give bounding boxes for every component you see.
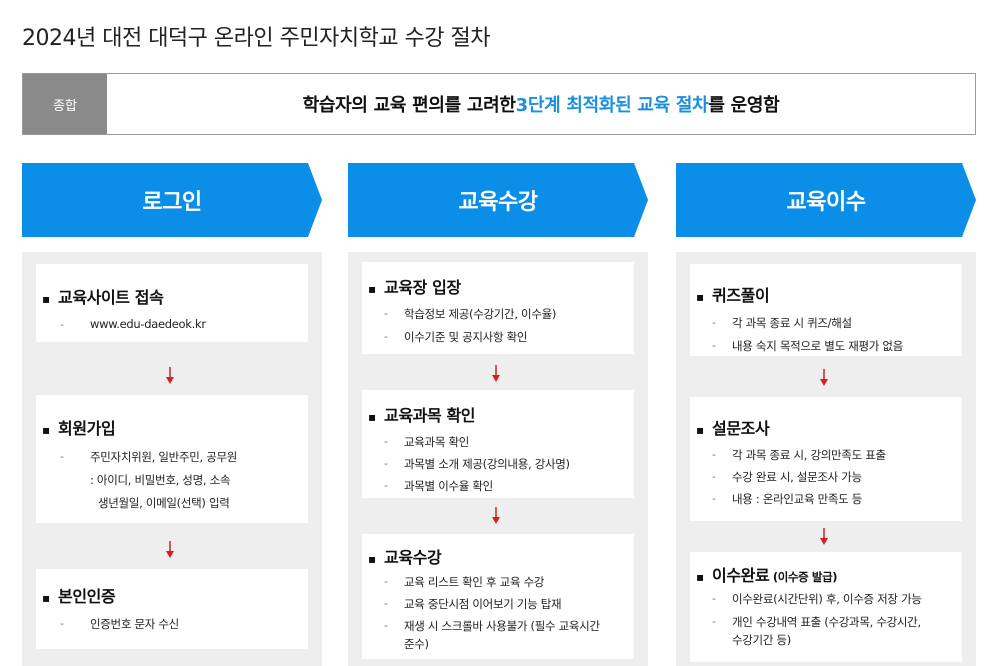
- bullet-icon: ▪: [42, 422, 50, 437]
- step-detail: 준수): [404, 637, 429, 651]
- step-detail: 수강기간 등): [732, 633, 791, 647]
- dash-icon: -: [712, 339, 716, 352]
- dash-icon: -: [384, 575, 388, 588]
- dash-icon: -: [712, 448, 716, 461]
- down-arrow-icon: [166, 541, 174, 558]
- dash-icon: -: [384, 457, 388, 470]
- down-arrow-icon: [492, 365, 500, 382]
- page-title: 2024년 대전 대덕구 온라인 주민자치학교 수강 절차: [22, 26, 491, 51]
- dash-icon: -: [384, 479, 388, 492]
- bullet-icon: ▪: [368, 409, 376, 424]
- step-detail: : 아이디, 비밀번호, 성명, 소속: [90, 473, 231, 487]
- step-card: ▪본인인증 - 인증번호 문자 수신: [36, 569, 308, 649]
- step-detail: 과목별 소개 제공(강의내용, 강사명): [404, 457, 570, 471]
- dash-icon: -: [712, 470, 716, 483]
- step-card: ▪퀴즈풀이 - 각 과목 종료 시 퀴즈/해설 - 내용 숙지 목적으로 별도 …: [690, 264, 962, 356]
- step-detail: 재생 시 스크롤바 사용불가 (필수 교육시간: [404, 619, 600, 633]
- dash-icon: -: [384, 330, 388, 343]
- bullet-icon: ▪: [368, 281, 376, 296]
- step-title: ▪본인인증: [42, 587, 116, 606]
- column-body-course: ▪교육장 입장 - 학습정보 제공(수강기간, 이수율) - 이수기준 및 공지…: [348, 252, 648, 666]
- step-detail: 개인 수강내역 표출 (수강과목, 수강시간,: [732, 615, 921, 629]
- column-head-login: 로그인: [22, 163, 322, 237]
- step-detail: 생년월일, 이메일(선택) 입력: [98, 496, 230, 510]
- step-detail: 각 과목 종료 시 퀴즈/해설: [732, 316, 852, 330]
- step-detail: 인증번호 문자 수신: [90, 617, 179, 631]
- column-body-login: ▪교육사이트 접속 - www.edu-daedeok.kr ▪회원가입 - 주…: [22, 252, 322, 666]
- step-title: ▪설문조사: [696, 419, 770, 438]
- down-arrow-icon: [820, 369, 828, 386]
- bullet-icon: ▪: [696, 289, 704, 304]
- step-detail: www.edu-daedeok.kr: [90, 317, 206, 331]
- step-card: ▪이수완료 (이수증 발급) - 이수완료(시간단위) 후, 이수증 저장 가능…: [690, 552, 962, 662]
- bullet-icon: ▪: [696, 422, 704, 437]
- dash-icon: -: [712, 592, 716, 605]
- step-title: ▪퀴즈풀이: [696, 286, 770, 305]
- dash-icon: -: [60, 450, 64, 463]
- step-detail: 교육과목 확인: [404, 435, 470, 449]
- step-detail: 주민자치위원, 일반주민, 공무원: [90, 450, 238, 464]
- down-arrow-icon: [492, 507, 500, 524]
- summary-text-highlight: 3단계 최적화된 교육 절차: [515, 95, 709, 116]
- dash-icon: -: [384, 597, 388, 610]
- dash-icon: -: [384, 307, 388, 320]
- down-arrow-icon: [166, 367, 174, 384]
- dash-icon: -: [384, 619, 388, 632]
- step-card: ▪교육과목 확인 - 교육과목 확인 - 과목별 소개 제공(강의내용, 강사명…: [362, 390, 634, 498]
- step-title: ▪교육사이트 접속: [42, 288, 164, 307]
- step-detail: 이수기준 및 공지사항 확인: [404, 330, 528, 344]
- dash-icon: -: [712, 492, 716, 505]
- dash-icon: -: [712, 615, 716, 628]
- step-card: ▪설문조사 - 각 과목 종료 시, 강의만족도 표출 - 수강 완료 시, 설…: [690, 397, 962, 521]
- step-title: ▪이수완료 (이수증 발급): [696, 566, 838, 585]
- step-detail: 수강 완료 시, 설문조사 가능: [732, 470, 862, 484]
- step-detail: 교육 중단시점 이어보기 기능 탑재: [404, 597, 562, 611]
- step-detail: 이수완료(시간단위) 후, 이수증 저장 가능: [732, 592, 922, 606]
- step-card: ▪교육수강 - 교육 리스트 확인 후 교육 수강 - 교육 중단시점 이어보기…: [362, 534, 634, 659]
- step-detail: 각 과목 종료 시, 강의만족도 표출: [732, 448, 886, 462]
- step-card: ▪회원가입 - 주민자치위원, 일반주민, 공무원 : 아이디, 비밀번호, 성…: [36, 395, 308, 523]
- down-arrow-icon: [820, 528, 828, 545]
- bullet-icon: ▪: [368, 551, 376, 566]
- step-card: ▪교육장 입장 - 학습정보 제공(수강기간, 이수율) - 이수기준 및 공지…: [362, 262, 634, 354]
- bullet-icon: ▪: [42, 590, 50, 605]
- summary-tag: 종합: [23, 74, 107, 134]
- summary-text-before: 학습자의 교육 편의를 고려한: [302, 95, 516, 116]
- dash-icon: -: [712, 316, 716, 329]
- step-title: ▪교육과목 확인: [368, 406, 476, 425]
- step-title: ▪교육수강: [368, 548, 442, 567]
- dash-icon: -: [384, 435, 388, 448]
- step-detail: 과목별 이수율 확인: [404, 479, 493, 493]
- summary-text-after: 를 운영함: [708, 95, 780, 116]
- bullet-icon: ▪: [42, 291, 50, 306]
- step-detail: 내용 숙지 목적으로 별도 재평가 없음: [732, 339, 903, 353]
- step-title: ▪회원가입: [42, 419, 116, 438]
- step-detail: 학습정보 제공(수강기간, 이수율): [404, 307, 557, 321]
- bullet-icon: ▪: [696, 569, 704, 584]
- step-detail: 내용 : 온라인교육 만족도 등: [732, 492, 863, 506]
- step-title: ▪교육장 입장: [368, 278, 461, 297]
- step-card: ▪교육사이트 접속 - www.edu-daedeok.kr: [36, 264, 308, 342]
- step-detail: 교육 리스트 확인 후 교육 수강: [404, 575, 545, 589]
- column-head-course: 교육수강: [348, 163, 648, 237]
- dash-icon: -: [60, 617, 64, 630]
- column-head-completion: 교육이수: [676, 163, 976, 237]
- dash-icon: -: [60, 318, 64, 331]
- column-body-completion: ▪퀴즈풀이 - 각 과목 종료 시 퀴즈/해설 - 내용 숙지 목적으로 별도 …: [676, 252, 976, 666]
